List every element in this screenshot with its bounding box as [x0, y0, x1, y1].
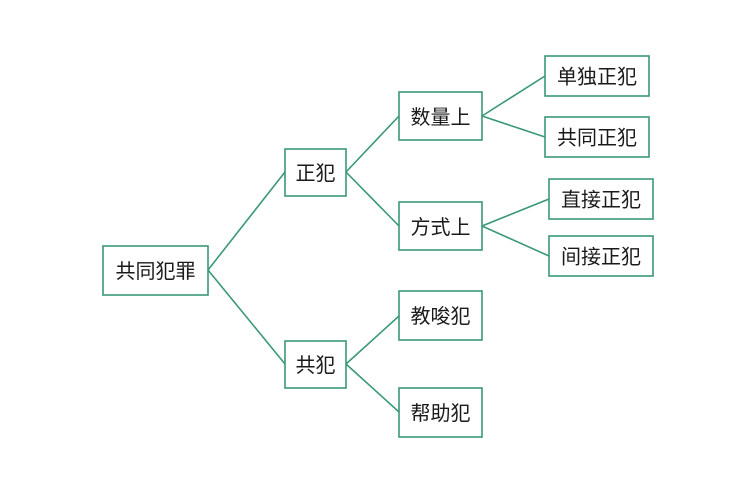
node-direct-principal: 直接正犯 — [548, 178, 654, 220]
node-by-number-label: 数量上 — [411, 105, 471, 129]
edge-accomplice-abettor — [345, 363, 400, 413]
edge-manner-direct — [481, 198, 550, 227]
node-sole-principal: 单独正犯 — [544, 55, 650, 97]
edge-number-sole — [481, 75, 546, 117]
node-sole-principal-label: 单独正犯 — [557, 65, 637, 89]
edge-accomplice-instigator — [345, 315, 400, 365]
node-accomplice: 共犯 — [284, 340, 347, 389]
node-instigator-label: 教唆犯 — [411, 304, 471, 328]
node-accomplice-label: 共犯 — [296, 353, 336, 377]
node-direct-principal-label: 直接正犯 — [561, 188, 641, 212]
edge-number-joint — [481, 115, 546, 138]
node-abettor-label: 帮助犯 — [411, 401, 471, 425]
node-by-manner-label: 方式上 — [411, 215, 471, 239]
node-root: 共同犯罪 — [102, 245, 209, 296]
node-joint-principal: 共同正犯 — [544, 116, 650, 158]
node-principal-label: 正犯 — [296, 161, 336, 185]
edge-principal-manner — [345, 171, 400, 227]
tree-edges — [207, 75, 550, 413]
node-indirect-principal: 间接正犯 — [548, 235, 654, 277]
edge-root-accomplice — [207, 269, 286, 365]
node-indirect-principal-label: 间接正犯 — [561, 245, 641, 269]
node-by-manner: 方式上 — [398, 201, 483, 251]
edge-manner-indirect — [481, 225, 550, 257]
node-joint-principal-label: 共同正犯 — [557, 126, 637, 150]
node-instigator: 教唆犯 — [398, 290, 483, 341]
edge-principal-number — [345, 115, 400, 173]
node-principal: 正犯 — [284, 148, 347, 197]
node-abettor: 帮助犯 — [398, 387, 483, 438]
node-by-number: 数量上 — [398, 91, 483, 141]
edge-root-principal — [207, 171, 286, 271]
node-root-label: 共同犯罪 — [116, 259, 196, 283]
